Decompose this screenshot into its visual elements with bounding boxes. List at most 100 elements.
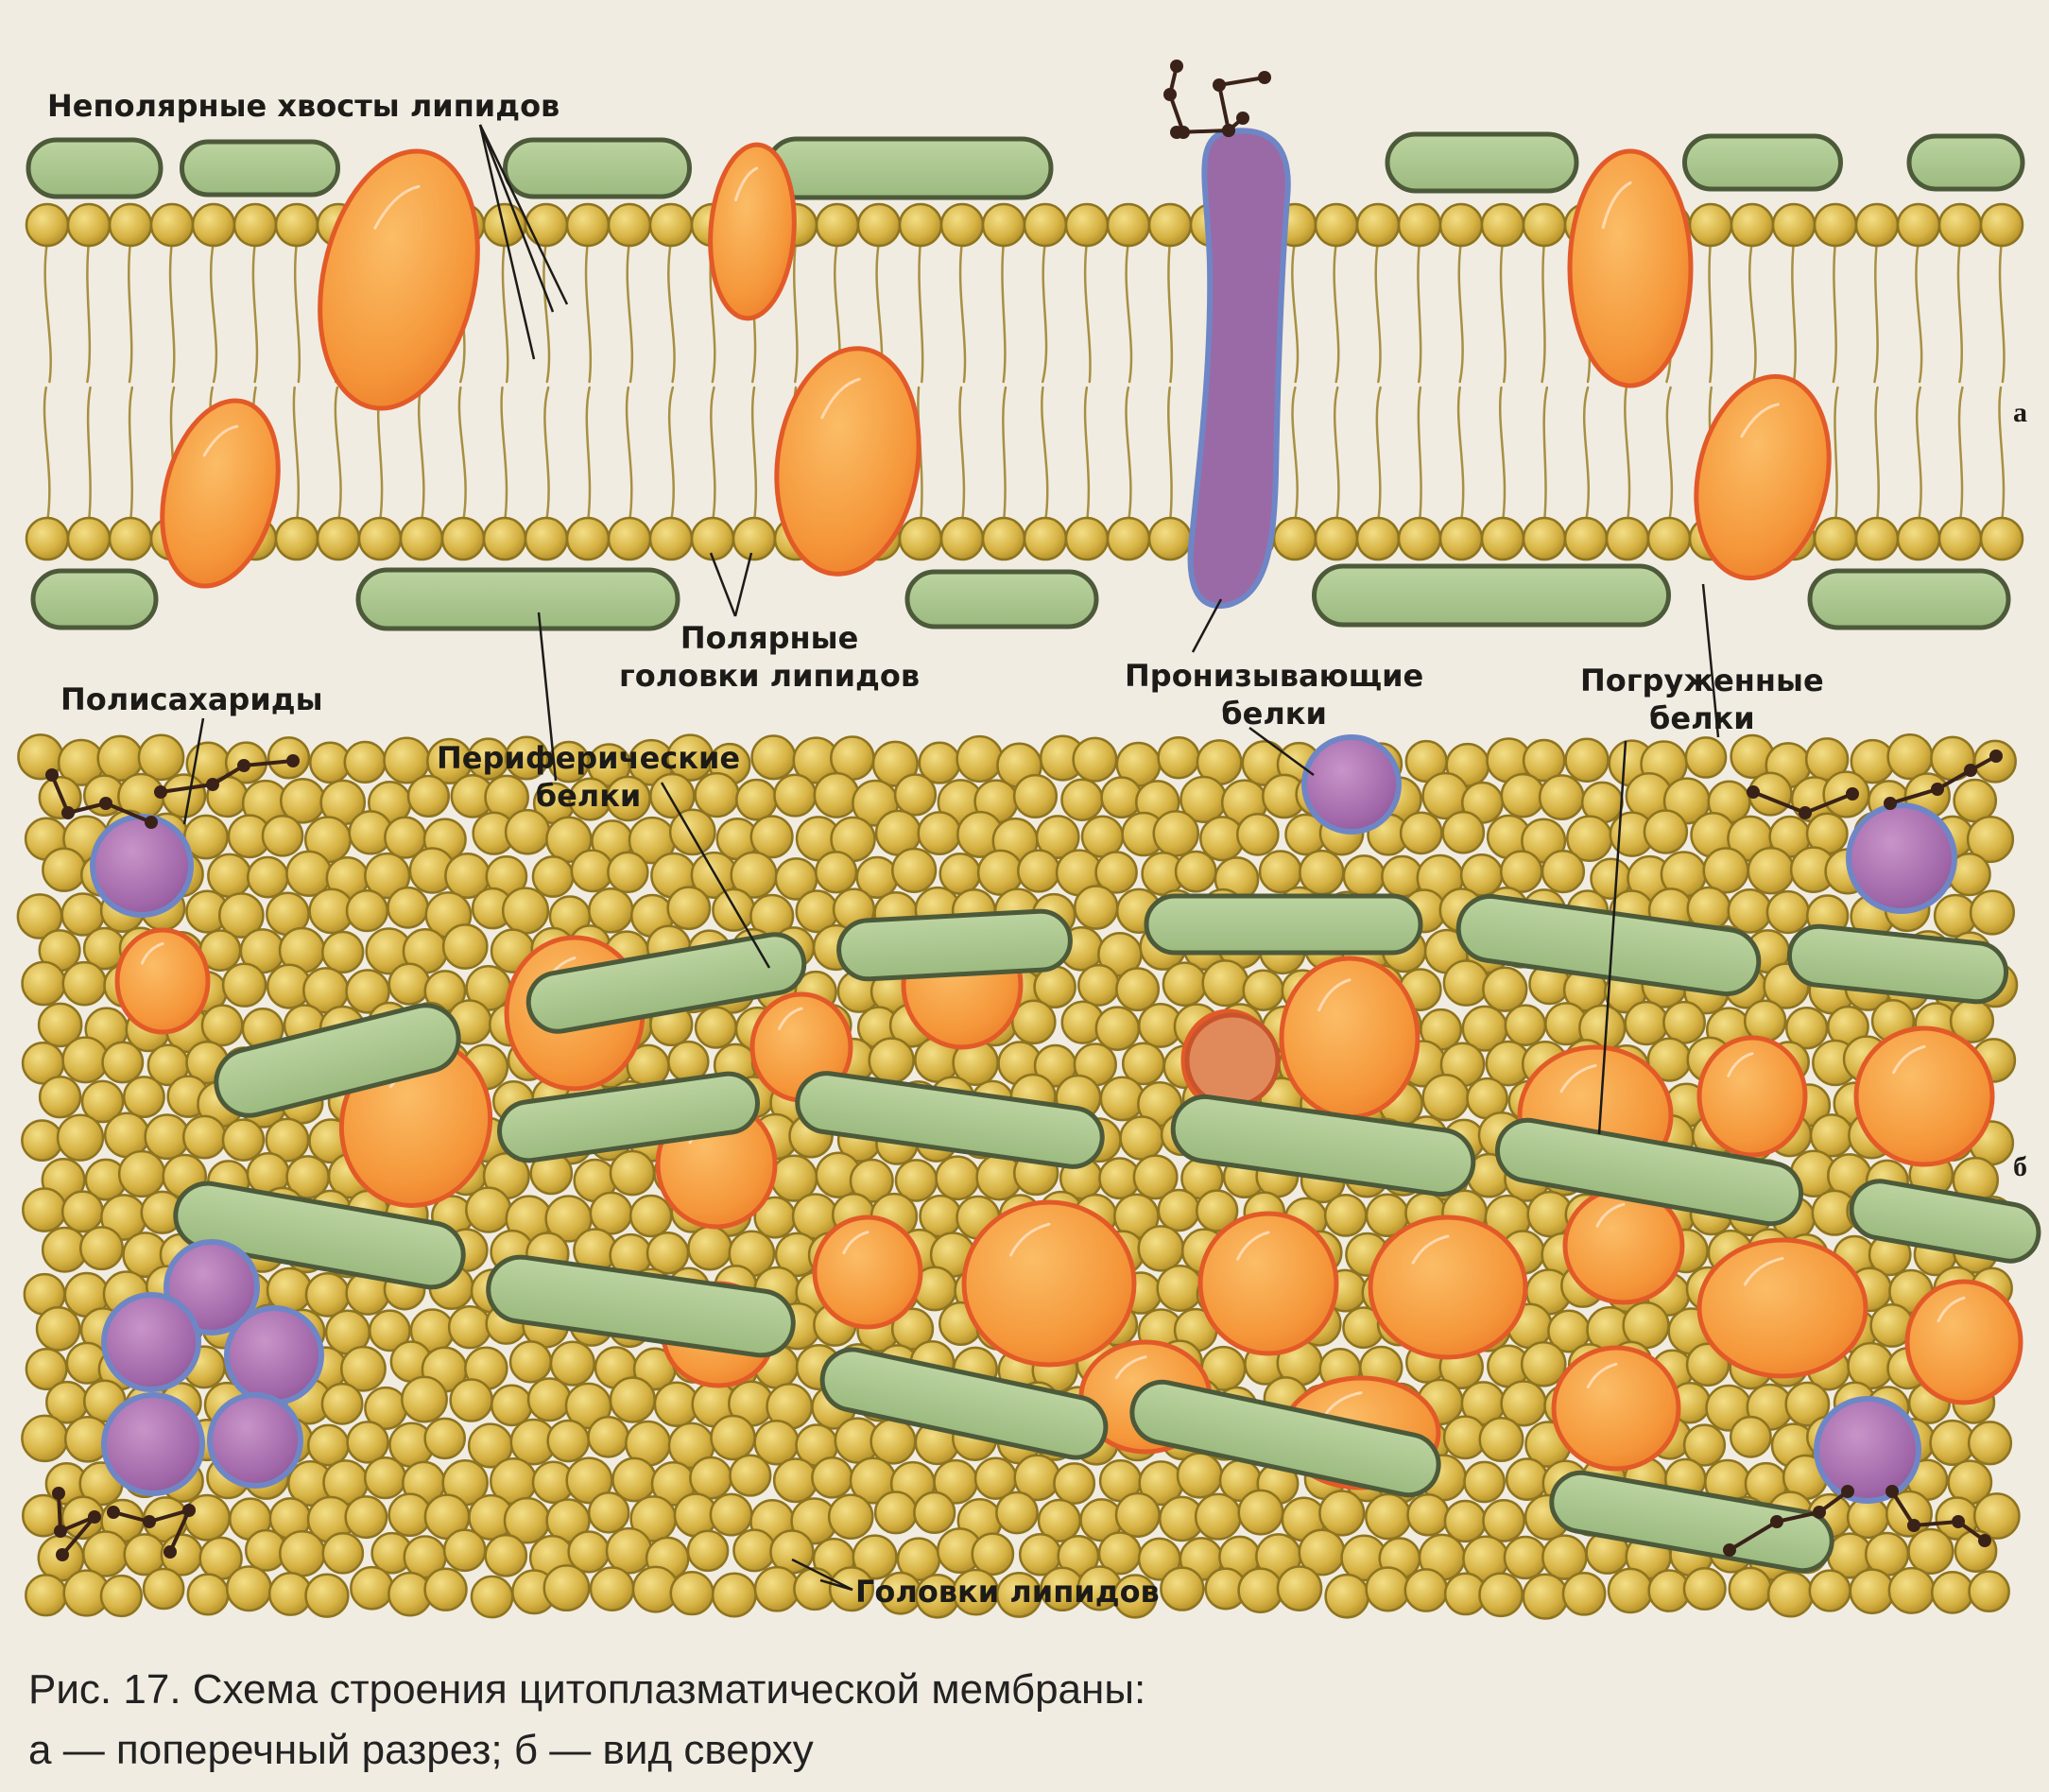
lipid-head (501, 887, 550, 935)
lipid-head (66, 516, 112, 561)
lipid-tail (1874, 386, 1880, 524)
lipid-head (1174, 850, 1217, 893)
lipid-tail (585, 386, 592, 524)
leader-line (1597, 740, 1627, 1135)
lipid-tail (1167, 386, 1173, 524)
lipid-head (712, 887, 756, 932)
peripheral-protein (486, 1254, 796, 1358)
lipid-head (1403, 1568, 1449, 1612)
lipid-head (1727, 888, 1773, 934)
polysaccharide-node (52, 1487, 65, 1500)
lipid-head (1886, 733, 1934, 781)
lipid-head (649, 772, 696, 819)
lipid-head (971, 1532, 1015, 1577)
lipid-tail (1665, 386, 1674, 524)
lipid-head (21, 1119, 63, 1163)
lipid-head (1365, 1566, 1411, 1612)
lipid-tail (625, 386, 633, 524)
immersed-protein (774, 346, 921, 577)
lipid-head (1441, 810, 1486, 854)
lipid-head (1563, 516, 1609, 561)
lipid-head (1342, 854, 1386, 898)
lipid-head (526, 1377, 572, 1422)
lipid-tail (1542, 386, 1549, 524)
polysaccharide-node (1907, 1519, 1920, 1532)
lipid-head (344, 1495, 388, 1540)
polysaccharide-chain (112, 1508, 191, 1553)
lipid-head (1643, 809, 1689, 854)
lipid-head (956, 734, 1004, 784)
lipid-tail (1499, 240, 1507, 384)
polysaccharide-chain (1889, 754, 1997, 805)
lipid-head (1023, 516, 1068, 561)
lipid-head (607, 516, 652, 561)
peripheral-protein (1385, 131, 1579, 194)
leader-line (660, 782, 771, 969)
peripheral-protein (765, 136, 1054, 200)
lipid-head (1399, 811, 1443, 855)
lipid-head (1115, 967, 1161, 1012)
leader-line (791, 1558, 853, 1592)
lipid-head (648, 202, 694, 248)
polysaccharide-node (237, 759, 250, 772)
lipid-head (1237, 1489, 1284, 1536)
peripheral-protein (30, 568, 159, 630)
lipid-head (21, 1414, 69, 1463)
lipid-head (35, 1306, 81, 1352)
immersed-protein (1279, 956, 1421, 1120)
lipid-head (1605, 516, 1650, 561)
peripheral-protein (1906, 133, 2025, 192)
lipid-head (549, 1340, 595, 1387)
lipid-head (589, 1191, 633, 1235)
polysaccharide-node (1222, 124, 1235, 137)
lipid-head (628, 1194, 673, 1238)
lipid-head (1258, 850, 1302, 894)
lipid-head (1147, 202, 1193, 248)
lipid-tail (1083, 240, 1092, 384)
lipid-head (1314, 202, 1359, 248)
lipid-head (1849, 1568, 1896, 1614)
lipid-head (25, 1348, 68, 1391)
protein-highlight (778, 1007, 803, 1030)
lipid-head (1314, 516, 1359, 561)
lipid-tail (1417, 386, 1422, 524)
lipid-head (25, 202, 70, 248)
penetrating-protein (224, 1305, 324, 1405)
peripheral-protein (1807, 568, 2011, 630)
lipid-head (981, 516, 1026, 561)
lipid-head (1242, 969, 1284, 1011)
lipid-tail (1624, 386, 1631, 524)
lipid-tail (209, 240, 218, 384)
lipid-tail (86, 240, 92, 384)
lipid-tail (1002, 386, 1007, 524)
lipid-head (1397, 202, 1442, 248)
polysaccharide-chain (160, 759, 294, 794)
lipid-head (1966, 815, 2015, 864)
protein-highlight (1411, 1234, 1450, 1265)
lipid-tail (86, 386, 92, 524)
lipid-head (542, 1564, 591, 1611)
lipid-head (1438, 516, 1484, 561)
immersed-protein (812, 1215, 923, 1330)
lipid-head (1365, 1492, 1412, 1541)
lipid-head (345, 888, 389, 933)
peripheral-protein (497, 1071, 760, 1163)
leader-line (478, 124, 555, 313)
lipid-head (813, 771, 860, 818)
lipid-head (1100, 776, 1144, 819)
protein-highlight (1317, 978, 1352, 1012)
lipid-head (852, 1534, 898, 1580)
peripheral-protein (836, 908, 1073, 982)
lipid-head (482, 516, 527, 561)
peripheral-protein (1849, 1179, 2041, 1264)
peripheral-protein (1549, 1470, 1834, 1574)
leader-line (182, 717, 205, 825)
lipid-head (1053, 1462, 1096, 1505)
lipid-tail (792, 240, 799, 384)
lipid-head (387, 962, 431, 1006)
lipid-tail (918, 240, 924, 384)
label-polar-heads: Полярные головки липидов (619, 620, 921, 694)
lipid-head (1064, 202, 1110, 248)
leader-line (1701, 583, 1720, 738)
lipid-head (508, 1340, 553, 1384)
